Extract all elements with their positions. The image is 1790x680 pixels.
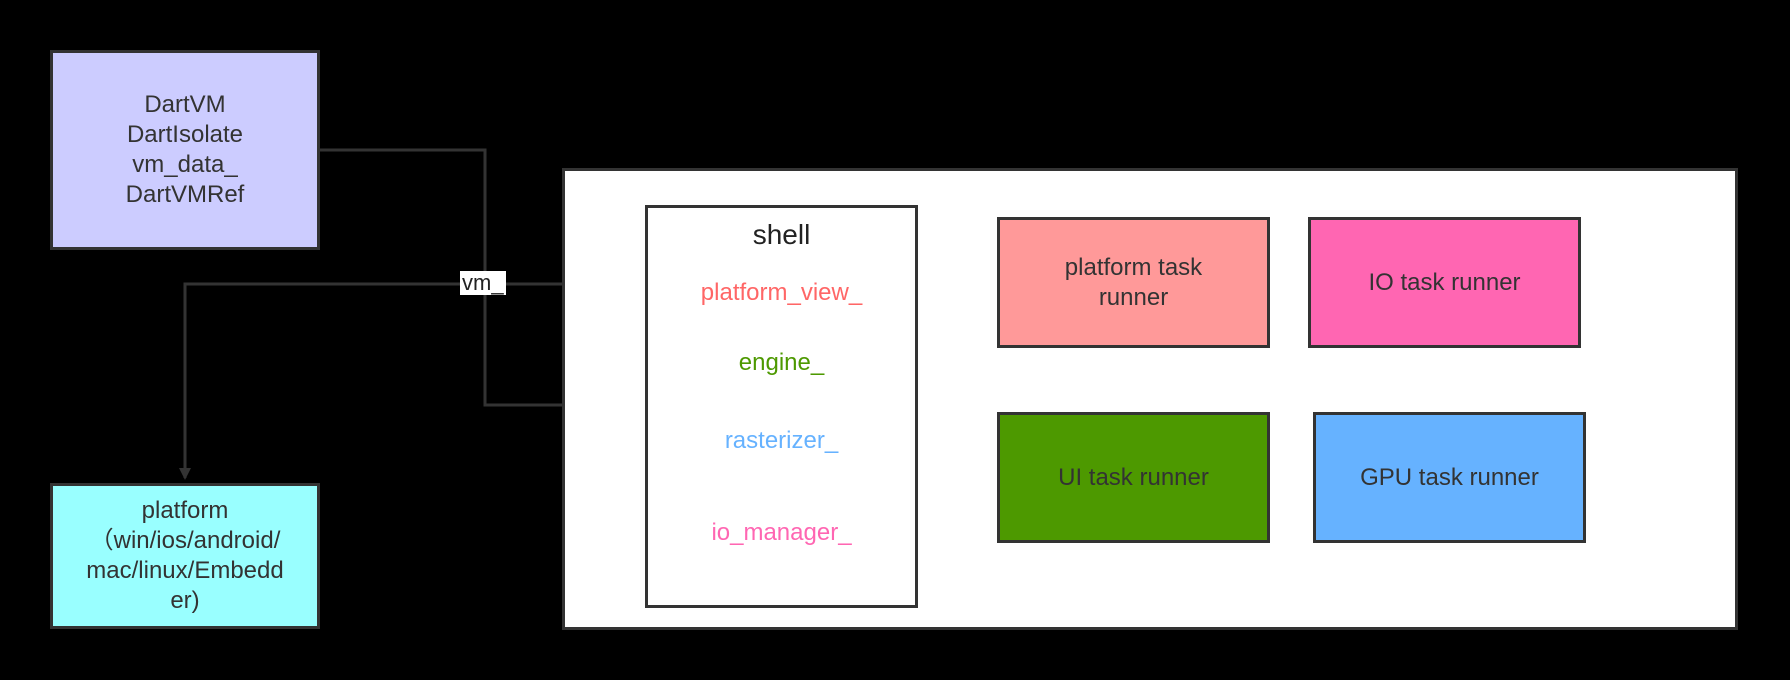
ui-task-runner-node: UI task runner [997, 412, 1270, 543]
shell-field-engine: engine_ [738, 349, 825, 376]
dartvmref-line: DartVMRef [125, 181, 245, 208]
io-task-runner-node: IO task runner [1308, 217, 1581, 348]
dartvm-node: DartVM DartIsolate vm_data_ DartVMRef [50, 50, 320, 250]
edge-label-vm: vm_ [460, 270, 506, 295]
platform-task-runner-line-2: runner [1098, 283, 1169, 311]
shell-title: shell [752, 219, 811, 250]
edge-platform-view-to-platform [179, 282, 680, 480]
dartvm-line: DartVM [144, 91, 226, 118]
platform-task-runner-line-1: platform task [1064, 253, 1203, 281]
gpu-task-runner-node: GPU task runner [1313, 412, 1586, 543]
shell-field-rasterizer: rasterizer_ [724, 427, 839, 454]
platform-line-4: er) [170, 587, 200, 614]
platform-node: platform （win/ios/android/ mac/linux/Emb… [50, 483, 320, 629]
platform-line-1: platform [141, 497, 229, 524]
gpu-task-runner-label: GPU task runner [1360, 463, 1539, 491]
io-task-runner-label: IO task runner [1368, 268, 1521, 296]
shell-node: shell platform_view_ engine_ rasterizer_… [645, 205, 918, 608]
shell-field-platform-view: platform_view_ [700, 279, 863, 306]
platform-line-2: （win/ios/android/ [89, 527, 281, 554]
platform-task-runner-node: platform task runner [997, 217, 1270, 348]
ui-task-runner-label: UI task runner [1058, 463, 1209, 491]
shell-field-io-manager: io_manager_ [711, 519, 852, 546]
platform-line-3: mac/linux/Embedd [86, 557, 284, 584]
dartisolate-line: DartIsolate [126, 121, 244, 148]
vm-data-line: vm_data_ [132, 151, 238, 178]
